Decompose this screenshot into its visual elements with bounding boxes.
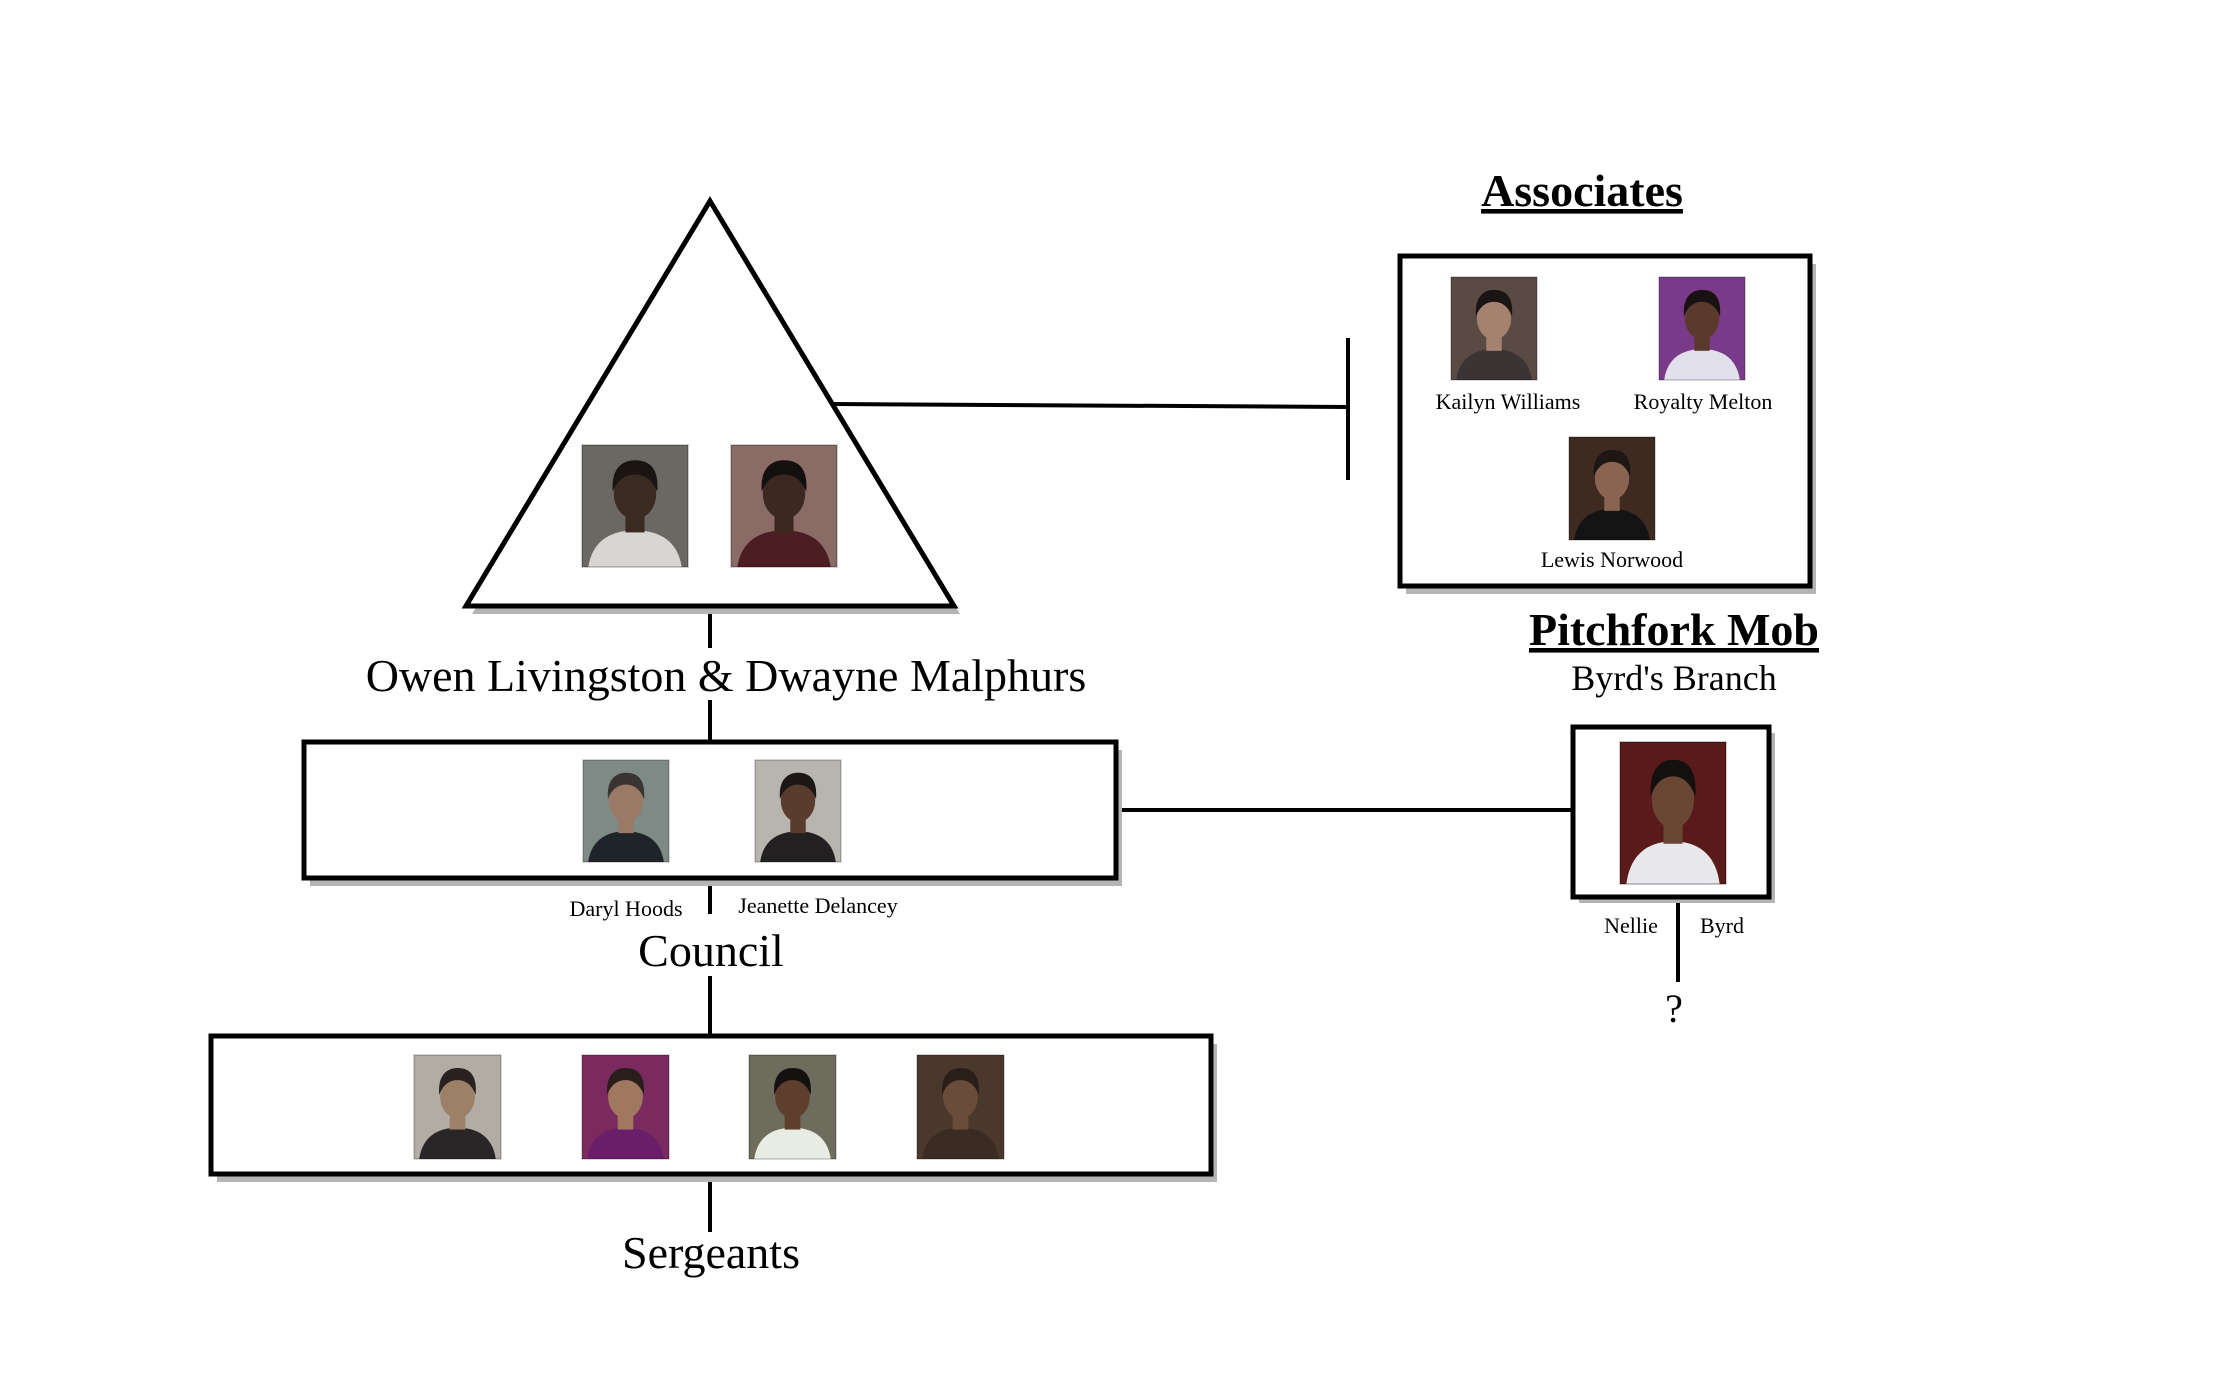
leader-portrait-2-icon	[730, 444, 838, 568]
kailyn-williams-name: Kailyn Williams	[1436, 389, 1581, 414]
leaders-triangle-group	[461, 196, 960, 614]
leader-portrait-1-icon	[581, 444, 689, 568]
pitchfork-subheading: Byrd's Branch	[1571, 658, 1776, 698]
lewis-norwood-portrait-icon	[1568, 436, 1656, 541]
sergeant-4-portrait-icon	[916, 1054, 1005, 1160]
royalty-melton-name: Royalty Melton	[1634, 389, 1773, 414]
connector-lines	[708, 338, 1680, 1232]
byrd-successor-unknown: ?	[1665, 986, 1683, 1031]
sergeant-2-portrait-icon	[581, 1054, 670, 1160]
leaders-to-associates-connector	[831, 402, 1349, 409]
lewis-norwood-name: Lewis Norwood	[1541, 547, 1683, 572]
sergeants-box	[208, 1033, 1214, 1177]
royalty-melton-portrait-icon	[1658, 276, 1746, 381]
sergeants-label: Sergeants	[622, 1227, 800, 1278]
nellie-first-name: Nellie	[1604, 913, 1658, 938]
nellie-byrd-portrait-icon	[1619, 741, 1727, 885]
pitchfork-box-group	[1570, 724, 1775, 903]
associates-box-group	[1397, 253, 1816, 594]
daryl-hoods-name: Daryl Hoods	[569, 896, 682, 921]
council-box	[301, 739, 1119, 881]
council-box-group	[301, 739, 1122, 886]
associates-heading: Associates	[1481, 165, 1683, 216]
daryl-hoods-portrait-icon	[582, 759, 670, 863]
sergeant-1-portrait-icon	[413, 1054, 502, 1160]
sergeant-3-portrait-icon	[748, 1054, 837, 1160]
leaders-label: Owen Livingston & Dwayne Malphurs	[366, 650, 1087, 701]
council-label: Council	[638, 925, 784, 976]
jeanette-delancey-portrait-icon	[754, 759, 842, 863]
sergeants-box-group	[208, 1033, 1217, 1182]
kailyn-williams-portrait-icon	[1450, 276, 1538, 381]
jeanette-delancey-name: Jeanette Delancey	[738, 893, 897, 918]
pitchfork-heading: Pitchfork Mob	[1529, 604, 1819, 655]
byrd-last-name: Byrd	[1700, 913, 1744, 938]
